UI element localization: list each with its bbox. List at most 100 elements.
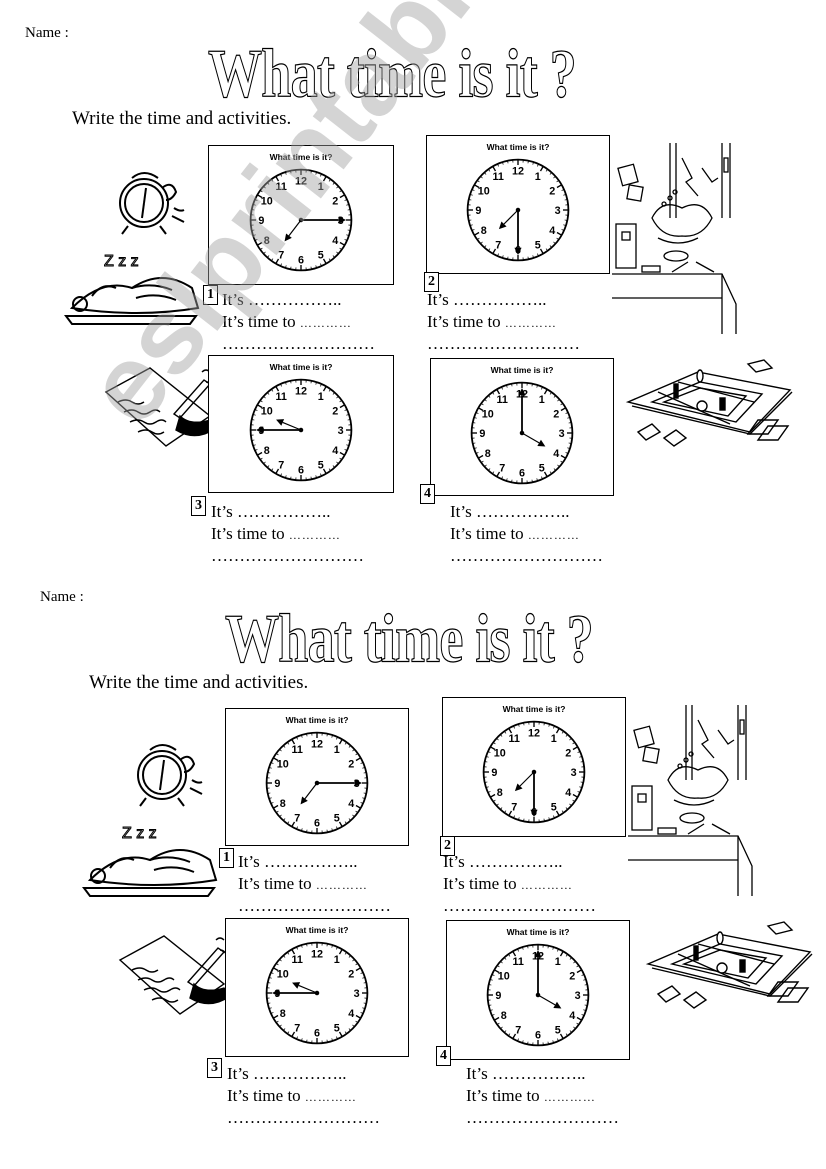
- worksheet: Name : What time is it ? Write the time …: [0, 0, 826, 584]
- activity-answer-blank[interactable]: …………: [543, 1090, 596, 1104]
- svg-text:12: 12: [311, 738, 323, 750]
- its-time-to-label: It’s time to: [450, 524, 528, 543]
- svg-text:5: 5: [535, 239, 541, 251]
- analog-clock-face: 121234567891011: [265, 731, 369, 835]
- svg-text:3: 3: [575, 990, 581, 1002]
- activity-continuation-blank[interactable]: ………………………: [427, 334, 580, 353]
- time-answer-blank[interactable]: ……………..: [475, 502, 570, 521]
- svg-text:12: 12: [512, 165, 524, 177]
- activity-answer-blank[interactable]: …………: [288, 528, 341, 542]
- svg-text:5: 5: [334, 812, 340, 824]
- exercise-number-badge: 4: [436, 1046, 451, 1066]
- its-time-answer-line[interactable]: It’s ……………..: [443, 852, 562, 872]
- its-time-to-label: It’s time to: [222, 312, 300, 331]
- hand-writing-illustration: [118, 935, 231, 1015]
- svg-text:8: 8: [264, 235, 270, 247]
- alarm-clock-sleeping-illustration: Z z z: [82, 744, 218, 897]
- exercise-number-badge: 2: [424, 272, 439, 292]
- svg-text:5: 5: [551, 801, 557, 813]
- svg-text:9: 9: [491, 767, 497, 779]
- svg-text:11: 11: [275, 391, 286, 403]
- svg-text:9: 9: [274, 778, 280, 790]
- name-label: Name :: [40, 589, 84, 605]
- clock-card: What time is it?121234567891011: [442, 697, 626, 837]
- clock-card: What time is it?121234567891011: [208, 355, 394, 493]
- time-answer-blank[interactable]: ……………..: [252, 1064, 347, 1083]
- svg-text:12: 12: [311, 948, 323, 960]
- activity-answer-line[interactable]: It’s time to …………: [222, 312, 352, 332]
- clock-card: What time is it?121234567891011: [430, 358, 614, 496]
- activity-continuation-blank[interactable]: ………………………: [238, 896, 391, 915]
- worksheet-title: What time is it ?: [208, 35, 578, 113]
- its-time-to-label: It’s time to: [443, 874, 521, 893]
- svg-text:10: 10: [494, 747, 506, 759]
- svg-text:12: 12: [528, 727, 540, 739]
- its-time-answer-line[interactable]: It’s ……………..: [222, 290, 341, 310]
- activity-answer-blank[interactable]: …………: [527, 528, 580, 542]
- activity-answer-blank[interactable]: …………: [315, 878, 368, 892]
- activity-answer-line[interactable]: It’s time to …………: [238, 874, 368, 894]
- svg-text:6: 6: [314, 1028, 320, 1040]
- its-label: It’s: [222, 290, 248, 309]
- svg-text:1: 1: [318, 181, 324, 193]
- tired-boy-breakfast-illustration: [628, 705, 753, 896]
- its-label: It’s: [466, 1064, 492, 1083]
- board-game-illustration: [625, 359, 793, 447]
- svg-text:11: 11: [496, 394, 507, 406]
- activity-answer-line[interactable]: It’s time to …………: [211, 524, 341, 544]
- its-time-answer-line[interactable]: It’s ……………..: [227, 1064, 346, 1084]
- exercise-number-badge: 3: [191, 496, 206, 516]
- svg-text:4: 4: [565, 787, 571, 799]
- time-answer-blank[interactable]: ……………..: [491, 1064, 586, 1083]
- activity-continuation-blank[interactable]: ………………………: [466, 1108, 619, 1127]
- activity-answer-line[interactable]: It’s time to …………: [443, 874, 573, 894]
- svg-text:5: 5: [539, 462, 545, 474]
- svg-text:10: 10: [261, 405, 273, 417]
- activity-continuation-blank[interactable]: ………………………: [227, 1108, 380, 1127]
- worksheet: Name : What time is it ? Write the time …: [0, 0, 826, 1127]
- activity-answer-line[interactable]: It’s time to …………: [427, 312, 557, 332]
- svg-text:1: 1: [334, 954, 340, 966]
- activity-answer-line[interactable]: It’s time to …………: [450, 524, 580, 544]
- svg-text:5: 5: [555, 1024, 561, 1036]
- its-time-answer-line[interactable]: It’s ……………..: [450, 502, 569, 522]
- svg-text:11: 11: [508, 733, 519, 745]
- svg-text:2: 2: [553, 408, 559, 420]
- analog-clock-face: 121234567891011: [249, 168, 353, 272]
- activity-continuation-blank[interactable]: ………………………: [222, 334, 375, 353]
- time-answer-blank[interactable]: ……………..: [247, 290, 342, 309]
- its-time-answer-line[interactable]: It’s ……………..: [238, 852, 357, 872]
- activity-answer-line[interactable]: It’s time to …………: [466, 1086, 596, 1106]
- svg-text:9: 9: [475, 205, 481, 217]
- time-answer-blank[interactable]: ……………..: [452, 290, 547, 309]
- its-time-answer-line[interactable]: It’s ……………..: [211, 502, 330, 522]
- activity-answer-blank[interactable]: …………: [520, 878, 573, 892]
- activity-continuation-blank[interactable]: ………………………: [211, 546, 364, 565]
- svg-text:11: 11: [275, 181, 286, 193]
- svg-text:10: 10: [482, 408, 494, 420]
- svg-text:4: 4: [549, 225, 555, 237]
- svg-text:3: 3: [338, 425, 344, 437]
- svg-text:6: 6: [298, 465, 304, 477]
- time-answer-blank[interactable]: ……………..: [468, 852, 563, 871]
- svg-text:3: 3: [354, 988, 360, 1000]
- svg-text:8: 8: [501, 1010, 507, 1022]
- time-answer-blank[interactable]: ……………..: [263, 852, 358, 871]
- clock-caption: What time is it?: [502, 704, 566, 714]
- its-time-answer-line[interactable]: It’s ……………..: [466, 1064, 585, 1084]
- its-time-to-label: It’s time to: [238, 874, 316, 893]
- activity-answer-line[interactable]: It’s time to …………: [227, 1086, 357, 1106]
- activity-answer-blank[interactable]: …………: [304, 1090, 357, 1104]
- svg-text:7: 7: [495, 239, 501, 251]
- activity-answer-blank[interactable]: …………: [299, 316, 352, 330]
- activity-answer-blank[interactable]: …………: [504, 316, 557, 330]
- clock-caption: What time is it?: [269, 152, 333, 162]
- activity-continuation-blank[interactable]: ………………………: [443, 896, 596, 915]
- svg-text:5: 5: [318, 459, 324, 471]
- time-answer-blank[interactable]: ……………..: [236, 502, 331, 521]
- svg-text:7: 7: [499, 462, 505, 474]
- its-time-answer-line[interactable]: It’s ……………..: [427, 290, 546, 310]
- activity-continuation-blank[interactable]: ………………………: [450, 546, 603, 565]
- svg-text:8: 8: [280, 1008, 286, 1020]
- its-label: It’s: [427, 290, 453, 309]
